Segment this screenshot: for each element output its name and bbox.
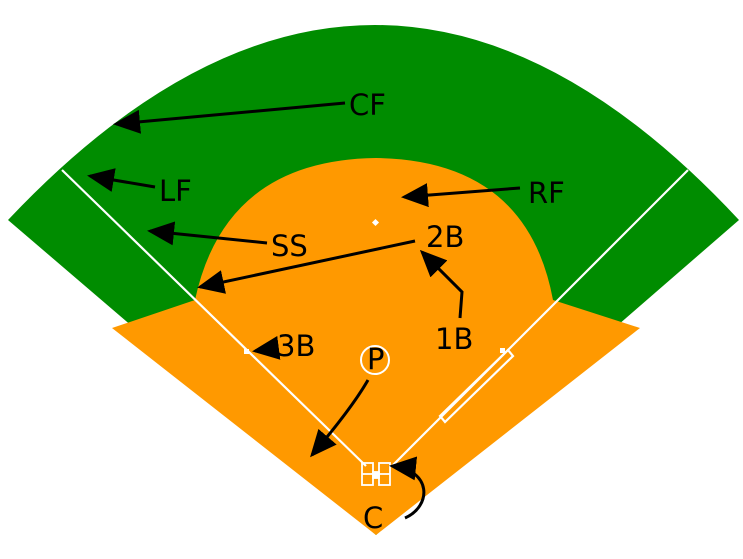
label-p: P <box>367 342 385 376</box>
label-ss: SS <box>271 229 308 263</box>
third-base-arrow <box>252 335 281 360</box>
label-rf: RF <box>528 176 565 210</box>
third-base-foul-line <box>61 169 367 467</box>
pitcher-arrow <box>310 379 370 458</box>
label-3b: 3B <box>277 329 315 363</box>
pitchers-mound <box>360 345 390 375</box>
label-1b: 1B <box>435 322 473 356</box>
first-base-bag <box>500 348 505 353</box>
label-2b: 2B <box>426 220 464 254</box>
first-base-arrow <box>419 249 464 319</box>
second-base-bag <box>371 218 380 227</box>
rf-arrow <box>401 183 521 208</box>
second-base-arrow <box>197 239 416 294</box>
label-cf: CF <box>349 88 386 122</box>
third-base-bag <box>244 349 249 354</box>
ss-arrow <box>147 221 268 246</box>
label-lf: LF <box>159 174 192 208</box>
running-lane <box>438 348 515 424</box>
lf-arrow <box>87 168 156 192</box>
catcher-arrow <box>389 456 426 520</box>
label-c: C <box>363 501 383 535</box>
cf-arrow <box>113 101 346 134</box>
